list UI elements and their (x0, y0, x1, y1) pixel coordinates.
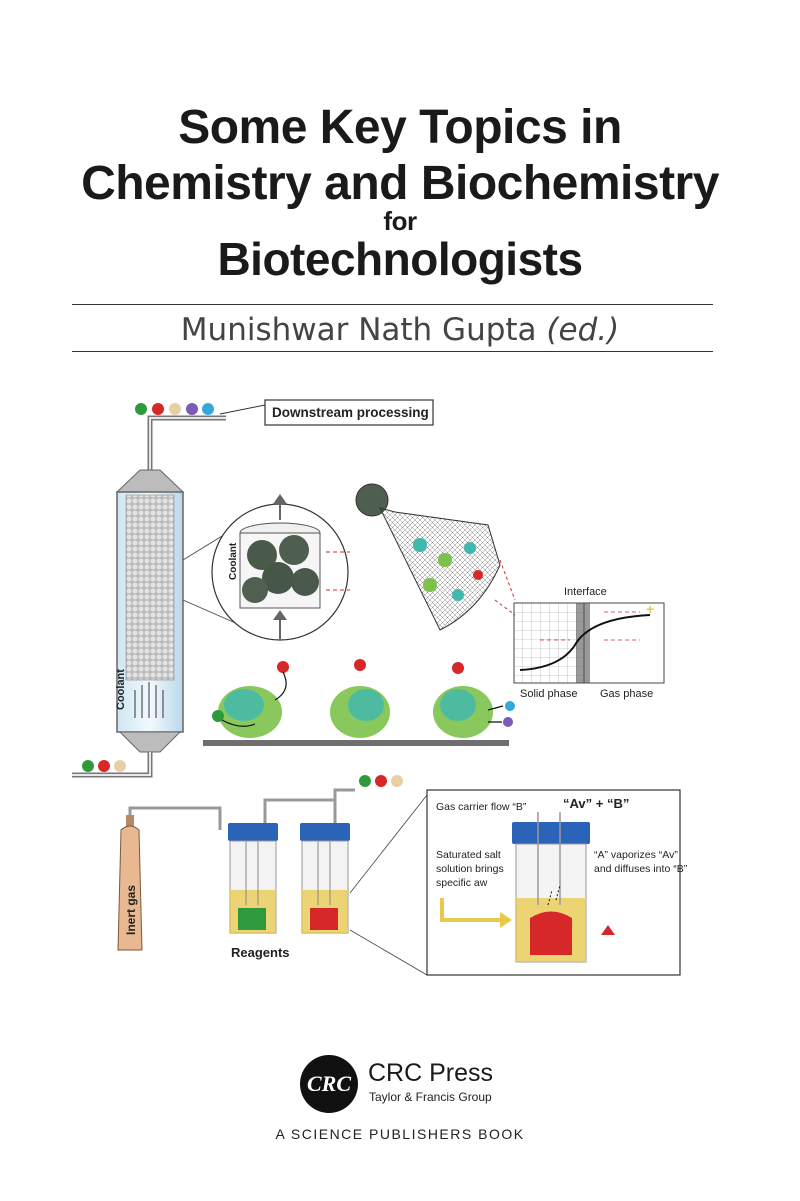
gas-phase-label: Gas phase (600, 688, 653, 700)
title-line-4: Biotechnologists (217, 233, 583, 285)
author-role: (ed.) (546, 312, 620, 348)
enzyme-surface (203, 659, 515, 746)
coolant-column-label: Coolant (115, 669, 127, 710)
coolant-zoom-label: Coolant (228, 542, 239, 580)
publisher-group: Taylor & Francis Group (369, 1090, 492, 1104)
bead-cone (355, 483, 516, 631)
solid-phase-label: Solid phase (520, 688, 578, 700)
vapor-label-2: and diffuses into “B” (594, 863, 688, 875)
reagents-label: Reagents (231, 945, 290, 960)
av-b-label: “Av” + “B” (563, 796, 629, 811)
title-line-2: Chemistry and Biochemistry (81, 157, 719, 210)
crc-logo: CRC (300, 1055, 358, 1113)
publisher-block: CRC CRC Press Taylor & Francis Group (300, 1055, 550, 1115)
inlet-beads (82, 760, 126, 772)
downstream-label: Downstream processing (272, 405, 429, 420)
interface-plot: Interface + Solid phase Gas phase (513, 586, 665, 700)
zoom-circle: Coolant (211, 494, 350, 641)
reagent-beads (359, 775, 403, 787)
title-line-3: for (383, 206, 417, 236)
inert-gas-label: Inert gas (124, 885, 138, 935)
packed-column: Coolant (115, 469, 185, 753)
reagent-vessel-red (300, 823, 350, 934)
publisher-name: CRC Press (368, 1059, 494, 1087)
inert-gas-cylinder: Inert gas (117, 815, 143, 951)
author-name: Munishwar Nath Gupta (180, 312, 537, 348)
reagent-vessel-green (228, 823, 278, 934)
cover-illustration: Downstream processing Coolant Coolant (72, 399, 688, 976)
title-line-1: Some Key Topics in (178, 101, 622, 154)
salt-label-2: solution brings (436, 863, 504, 875)
gas-carrier-label: Gas carrier flow “B” (436, 801, 527, 813)
salt-label-3: specific aw (436, 877, 488, 889)
rule-top (72, 304, 713, 305)
salt-label-1: Saturated salt (436, 849, 501, 861)
author-line: Munishwar Nath Gupta (ed.) (0, 312, 800, 348)
downstream-box (264, 399, 434, 426)
vapor-label-1: “A” vaporizes “Av” (594, 849, 678, 861)
detail-box: Gas carrier flow “B” “Av” + “B” Saturate… (426, 789, 688, 976)
interface-label: Interface (564, 586, 607, 598)
rule-bottom (72, 351, 713, 352)
outlet-beads (135, 403, 214, 415)
svg-text:+: + (646, 601, 654, 617)
series-label: A SCIENCE PUBLISHERS BOOK (275, 1126, 525, 1142)
